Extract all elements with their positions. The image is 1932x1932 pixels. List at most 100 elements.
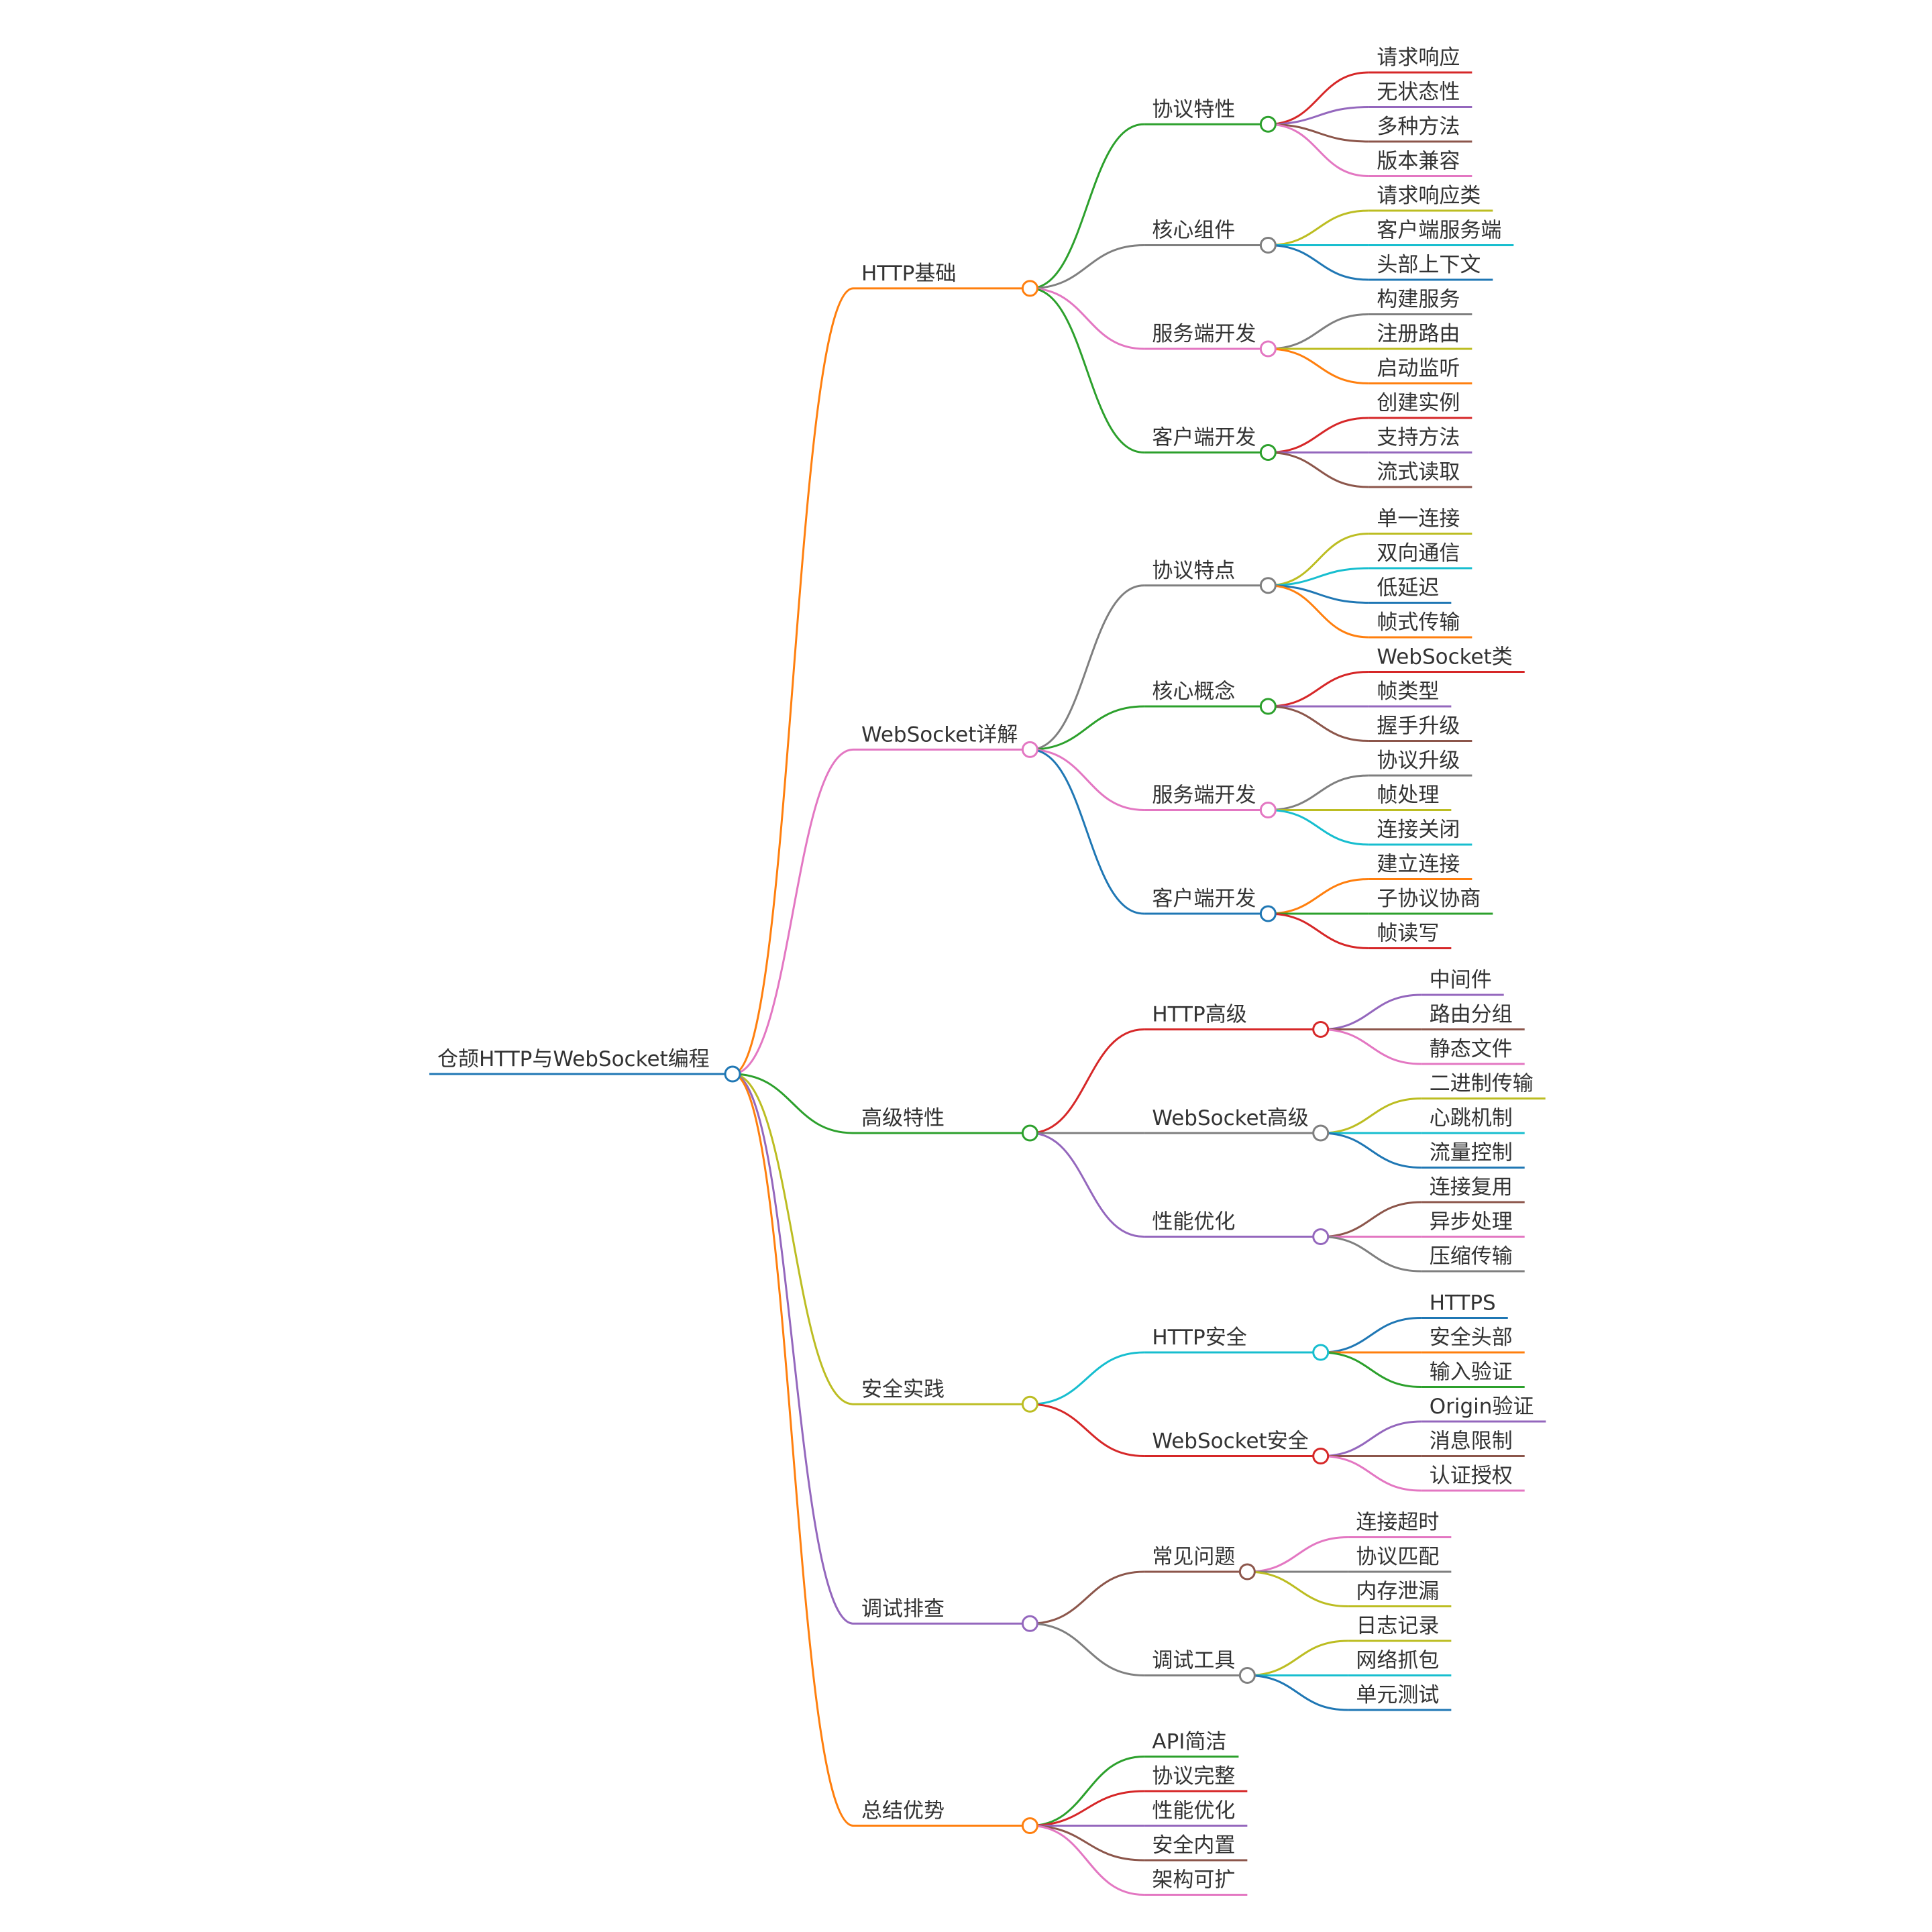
connector-line [1268, 123, 1369, 177]
collapse-toggle-icon[interactable] [1259, 444, 1277, 461]
collapse-toggle-icon[interactable] [1259, 698, 1277, 715]
leaf-node-label: 构建服务 [1377, 288, 1460, 312]
connector-line [1030, 1028, 1144, 1134]
connector-line [1268, 71, 1369, 125]
connector-line [1030, 748, 1144, 915]
connector-line [1268, 123, 1369, 143]
collapse-toggle-icon[interactable] [1021, 1615, 1038, 1632]
connector-line [1030, 1132, 1144, 1238]
collapse-toggle-icon[interactable] [1312, 1021, 1330, 1038]
leaf-node-label: 无状态性 [1377, 80, 1460, 105]
collapse-toggle-icon[interactable] [1238, 1563, 1256, 1580]
connector-line [1268, 584, 1369, 604]
branch-node-label: WebSocket高级 [1152, 1106, 1308, 1130]
collapse-toggle-icon[interactable] [1021, 741, 1038, 758]
connector-line [1320, 1317, 1421, 1354]
leaf-node-label: 心跳机制 [1430, 1106, 1513, 1130]
connector-line [1030, 1825, 1144, 1896]
node-lines [429, 71, 1546, 1896]
collapse-toggle-icon[interactable] [1312, 1228, 1330, 1245]
connector-line [1247, 1640, 1348, 1676]
collapse-toggle-icon[interactable] [1259, 577, 1277, 594]
collapse-toggle-icon[interactable] [1259, 905, 1277, 922]
leaf-node-label: 启动监听 [1377, 357, 1460, 381]
connector-line [1320, 1201, 1421, 1238]
connector-line [1320, 1236, 1421, 1273]
branch-node-label: 高级特性 [861, 1106, 945, 1130]
connector-line [1030, 1622, 1144, 1676]
collapse-toggle-icon[interactable] [1259, 115, 1277, 133]
leaf-node-label: 协议完整 [1152, 1764, 1235, 1788]
leaf-node-label: 流式读取 [1377, 460, 1460, 484]
collapse-toggle-icon[interactable] [1312, 1344, 1330, 1361]
branch-node-label: 常见问题 [1152, 1545, 1235, 1569]
branch-node-label: 客户端开发 [1152, 426, 1256, 450]
leaf-node-label: 低延迟 [1377, 576, 1439, 600]
connector-line [1030, 244, 1144, 290]
leaf-node-label: WebSocket类 [1377, 645, 1512, 669]
branch-node-label: WebSocket安全 [1152, 1430, 1308, 1454]
connector-line [1030, 705, 1144, 751]
connector-line [1268, 584, 1369, 639]
collapse-toggle-icon[interactable] [1259, 802, 1277, 818]
collapse-toggle-icon[interactable] [1238, 1667, 1256, 1684]
leaf-node-label: 头部上下文 [1377, 253, 1481, 277]
leaf-node-label: 帧处理 [1377, 784, 1439, 808]
connector-line [1268, 244, 1369, 281]
branch-node-label: HTTP基础 [861, 262, 956, 286]
collapse-toggle-icon[interactable] [1021, 280, 1038, 297]
leaf-node-label: 请求响应类 [1377, 184, 1481, 208]
leaf-node-label: 创建实例 [1377, 391, 1460, 415]
leaf-node-label: 日志记录 [1356, 1614, 1439, 1638]
connector-line [1268, 671, 1369, 708]
leaf-node-label: API简洁 [1152, 1730, 1226, 1754]
branch-node-label: 总结优势 [861, 1799, 945, 1823]
connector-line [1320, 1420, 1421, 1457]
branch-node-label: 性能优化 [1152, 1210, 1235, 1234]
connector-line [1320, 1097, 1421, 1134]
connector-line [1030, 1351, 1144, 1405]
leaf-node-label: 单元测试 [1356, 1683, 1439, 1707]
connector-line [732, 1073, 854, 1625]
connector-line [1268, 451, 1369, 488]
collapse-toggle-icon[interactable] [1259, 340, 1277, 358]
collapse-toggle-icon[interactable] [1021, 1395, 1038, 1413]
connector-line [1320, 1455, 1421, 1492]
connector-line [1030, 287, 1144, 453]
node-circles [724, 115, 1330, 1834]
connector-line [1268, 106, 1369, 125]
leaf-node-label: 连接超时 [1356, 1511, 1439, 1535]
connector-line [1268, 417, 1369, 453]
connector-line [1320, 1028, 1421, 1065]
leaf-node-label: 输入验证 [1430, 1360, 1513, 1385]
connector-line [1268, 313, 1369, 350]
collapse-toggle-icon[interactable] [1259, 237, 1277, 254]
collapse-toggle-icon[interactable] [724, 1065, 741, 1083]
connector-line [1268, 705, 1369, 742]
connector-line [1030, 123, 1144, 290]
branch-node-label: 核心概念 [1152, 680, 1235, 704]
node-labels: 仓颉HTTP与WebSocket编程HTTP基础协议特性请求响应无状态性多种方法… [437, 46, 1534, 1892]
connector-line [1030, 1403, 1144, 1457]
connector-line [1320, 1132, 1421, 1169]
branch-node-label: HTTP安全 [1152, 1326, 1246, 1350]
leaf-node-label: 认证授权 [1430, 1464, 1513, 1488]
leaf-node-label: 双向通信 [1377, 541, 1460, 566]
root-node-label: 仓颉HTTP与WebSocket编程 [437, 1047, 710, 1071]
branch-node-label: WebSocket详解 [861, 722, 1018, 747]
connector-line [1030, 748, 1144, 811]
branch-node-label: 安全实践 [861, 1377, 945, 1401]
connector-line [1268, 878, 1369, 915]
collapse-toggle-icon[interactable] [1021, 1124, 1038, 1142]
connector-line [1030, 1570, 1144, 1625]
leaf-node-label: 帧式传输 [1377, 610, 1460, 635]
collapse-toggle-icon[interactable] [1312, 1448, 1330, 1464]
connector-line [1247, 1536, 1348, 1573]
collapse-toggle-icon[interactable] [1021, 1817, 1038, 1834]
connector-line [1320, 1351, 1421, 1388]
branch-node-label: 调试排查 [861, 1597, 945, 1621]
leaf-node-label: 架构可扩 [1152, 1868, 1235, 1892]
collapse-toggle-icon[interactable] [1312, 1124, 1330, 1142]
leaf-node-label: 客户端服务端 [1377, 219, 1501, 243]
connector-line [732, 1073, 854, 1134]
